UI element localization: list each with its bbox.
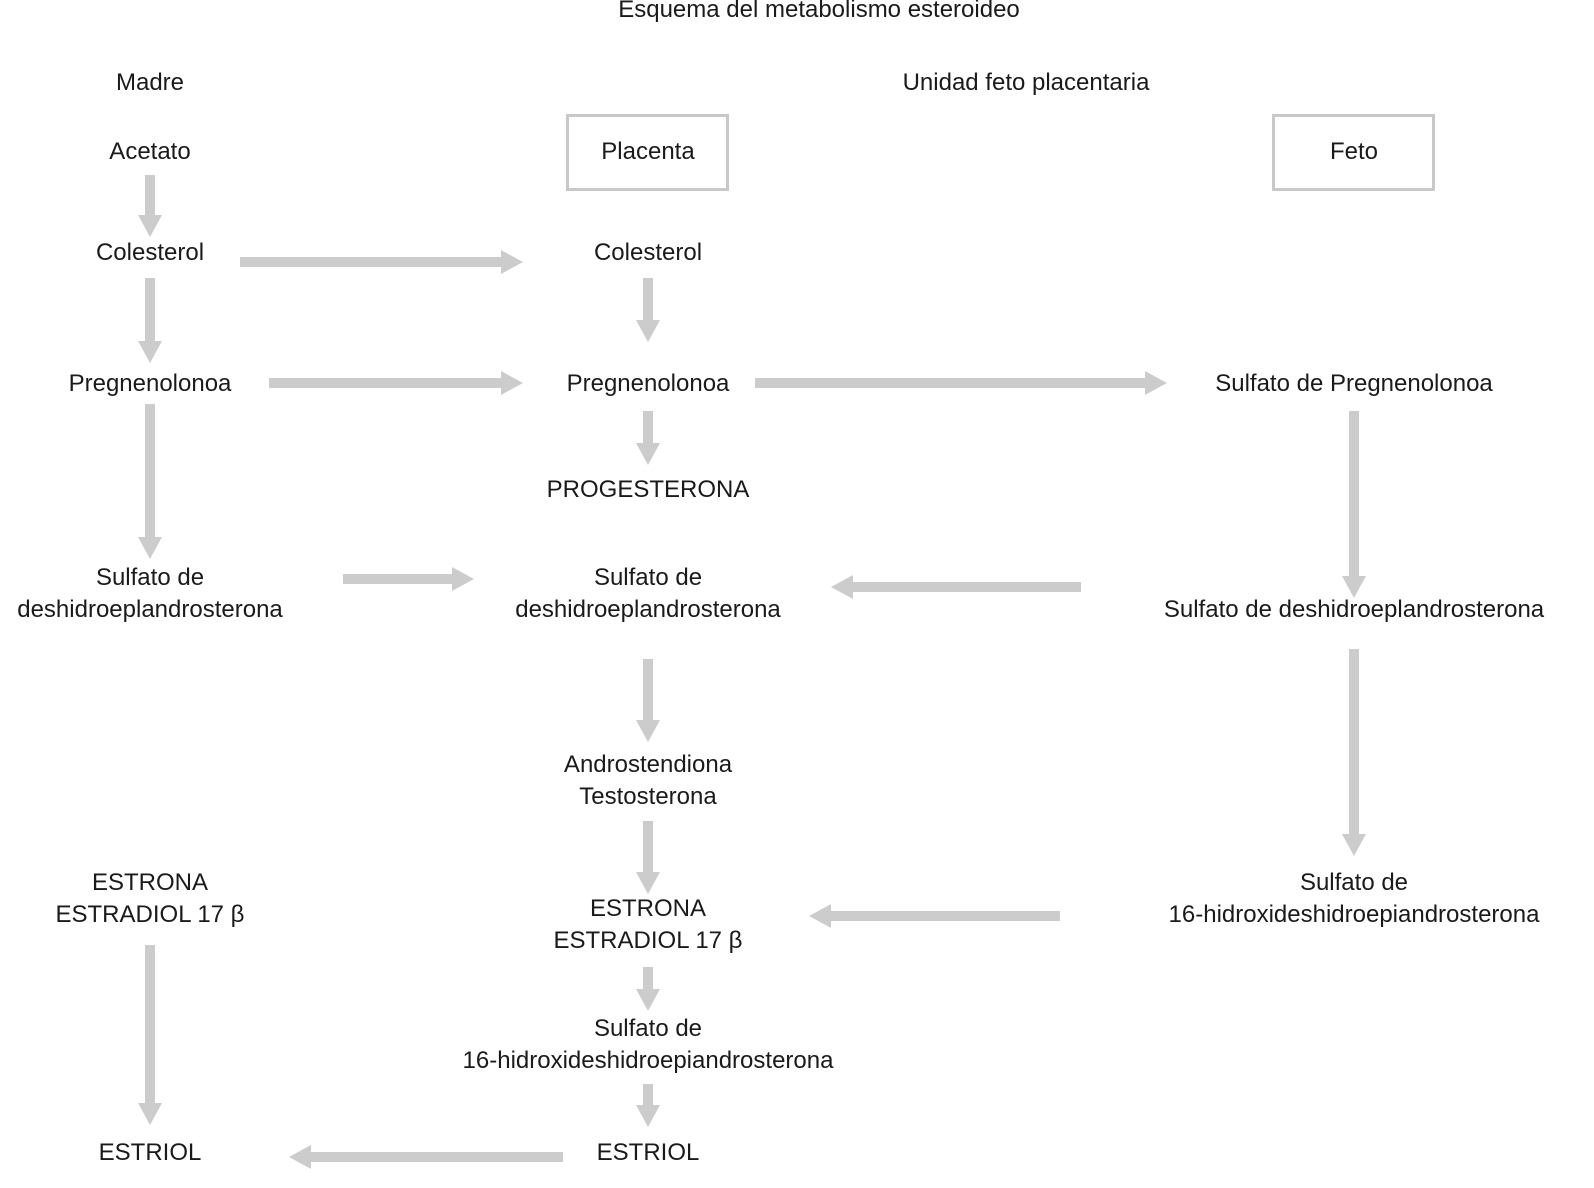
arrow-sulfato-madre-to-placenta [343,567,474,591]
arrow-colesterol-to-pregnenolona-madre [138,278,162,363]
arrow-dhea-feto-to-placenta [831,575,1081,599]
placenta-box [566,114,729,191]
placenta-sulfato16-line1: Sulfato de [593,1015,703,1042]
arrow-estradiol-to-sulfato16 [636,967,660,1011]
arrow-sulfato-pregnenolona-to-dhea-feto [1342,411,1366,598]
placenta-androstendiona: Androstendiona [563,751,733,778]
placenta-estriol: ESTRIOL [596,1139,700,1166]
feto-sulfato-pregnenolona: Sulfato de Pregnenolonoa [1215,370,1493,397]
madre-estradiol: ESTRADIOL 17 β [55,901,245,928]
arrow-dhea-to-sulfato16-feto [1342,649,1366,856]
madre-sulfato-line2: deshidroeplandrosterona [17,596,283,623]
placenta-androstendiona-testosterona: Androstendiona Testosterona [564,749,732,813]
madre-estrona: ESTRONA [91,869,209,896]
arrow-testosterona-to-estrona [636,821,660,894]
placenta-sulfato-line1: Sulfato de [593,564,703,591]
feto-box-label: Feto [1329,138,1379,165]
placenta-pregnenolona: Pregnenolonoa [566,370,730,397]
header-madre: Madre [115,69,185,96]
arrow-pregnenolona-to-sulfato-madre [138,404,162,559]
arrow-pregnenolona-madre-to-placenta [269,371,523,395]
placenta-estrona-estradiol: ESTRONA ESTRADIOL 17 β [554,893,743,957]
arrow-sulfato16-to-estriol-placenta [636,1084,660,1127]
placenta-colesterol: Colesterol [593,239,703,266]
madre-colesterol: Colesterol [95,239,205,266]
arrow-pregnenolona-to-progesterona [636,411,660,465]
arrow-acetato-to-colesterol [138,175,162,237]
arrow-estriol-placenta-to-madre [289,1145,563,1169]
arrow-sulfato-to-androstendiona [636,659,660,742]
madre-sulfato-line1: Sulfato de [95,564,205,591]
placenta-sulfato-dhea: Sulfato de deshidroeplandrosterona [515,562,781,626]
placenta-box-label: Placenta [601,138,695,165]
arrow-estradiol-to-estriol-madre [138,945,162,1125]
feto-sulfato16-line2: 16-hidroxideshidroepiandrosterona [1168,901,1540,928]
feto-box [1272,114,1435,191]
madre-acetato: Acetato [109,138,191,165]
placenta-testosterona: Testosterona [579,783,717,810]
madre-estrona-estradiol: ESTRONA ESTRADIOL 17 β [56,867,245,931]
arrow-pregnenolona-placenta-to-feto [755,371,1167,395]
feto-sulfato-dhea: Sulfato de deshidroeplandrosterona [1163,596,1545,623]
arrow-sulfato16-feto-to-placenta [809,904,1060,928]
placenta-estrona: ESTRONA [589,895,707,922]
madre-sulfato-dhea: Sulfato de deshidroeplandrosterona [17,562,283,626]
feto-sulfato-16oh-dhea: Sulfato de 16-hidroxideshidroepiandroste… [1169,867,1540,931]
arrow-colesterol-to-pregnenolona-placenta [636,278,660,342]
placenta-sulfato16-line2: 16-hidroxideshidroepiandrosterona [462,1047,834,1074]
placenta-sulfato-line2: deshidroeplandrosterona [515,596,781,623]
feto-sulfato16-line1: Sulfato de [1299,869,1409,896]
placenta-estradiol: ESTRADIOL 17 β [553,927,743,954]
arrow-colesterol-madre-to-placenta [240,250,523,274]
madre-estriol: ESTRIOL [98,1139,202,1166]
placenta-progesterona: PROGESTERONA [546,476,750,503]
placenta-sulfato-16oh-dhea: Sulfato de 16-hidroxideshidroepiandroste… [463,1013,834,1077]
diagram-title: Esquema del metabolismo esteroideo [618,0,1020,23]
header-unidad-feto-placentaria: Unidad feto placentaria [902,69,1150,96]
madre-pregnenolona: Pregnenolonoa [68,370,232,397]
